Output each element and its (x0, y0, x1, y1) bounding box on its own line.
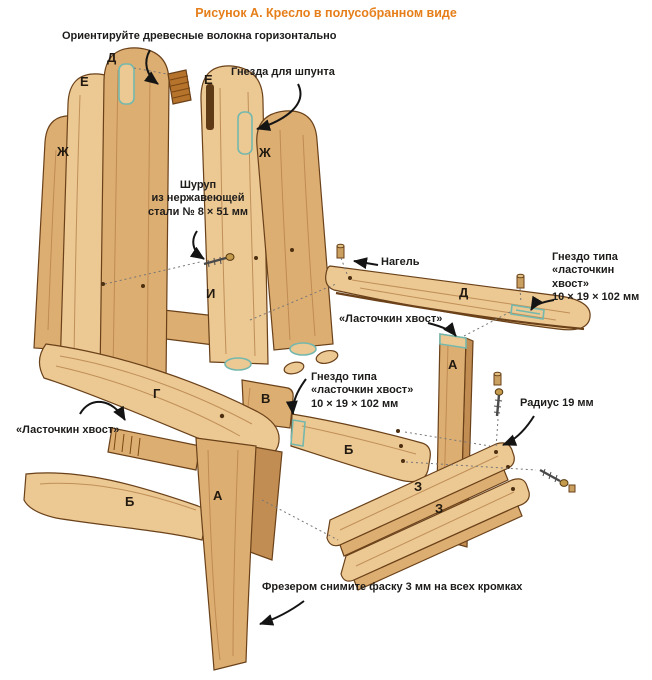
arrow-socket-seat (285, 378, 307, 415)
callout-chamfer: Фрезером снимите фаску 3 мм на всех кром… (262, 581, 523, 593)
screw-corner-diagonal (539, 468, 576, 493)
part-letter-armrest-left: Г (153, 386, 161, 401)
arrow-spline-sockets (256, 83, 302, 131)
part-letter-back-slat-zh-left: Ж (57, 144, 69, 159)
callout-radius: Радиус 19 мм (520, 397, 594, 409)
part-letter-back-slat-e-right: Е (204, 72, 213, 87)
part-letter-side-rail-right: Б (344, 442, 354, 457)
arrow-grain (144, 49, 159, 85)
spline-socket-right (237, 111, 253, 155)
part-letter-back-slat-e-left: Е (80, 74, 89, 89)
back-left-half (33, 47, 170, 387)
front-apron-boards (326, 442, 530, 591)
callout-dovetail-socket-right: Гнездо типа «ласточкин хвост» 10 × 19 × … (552, 251, 640, 304)
spline-socket-left (118, 63, 135, 105)
dovetail-rail-left (107, 427, 201, 471)
back-right-half (200, 65, 334, 371)
dowel-nagel (336, 243, 345, 259)
side-rail-left-board (23, 472, 207, 541)
callout-grain: Ориентируйте древесные волокна горизонта… (62, 30, 337, 42)
callout-screw: Шуруп из нержавеющей стали № 8 × 51 мм (148, 179, 248, 218)
dovetail-tenon-top (439, 333, 467, 349)
callout-spline-sockets: Гнезда для шпунта (231, 66, 335, 78)
biscuits (283, 349, 339, 375)
part-letter-back-slat-zh-right: Ж (259, 145, 271, 160)
arrow-chamfer (259, 600, 305, 626)
callout-arrows (79, 49, 555, 626)
side-rail-right-board (290, 413, 431, 483)
part-letter-front-leg-left: А (213, 488, 223, 503)
arrow-screw (189, 230, 205, 260)
callout-dovetail-left: «Ласточкин хвост» (16, 424, 120, 436)
dovetail-socket-seat (290, 419, 306, 447)
callout-dowel: Нагель (381, 256, 420, 268)
part-letter-armrest-right: Д (459, 285, 469, 300)
part-letter-front-apron-upper: З (414, 479, 423, 494)
spline-groove (206, 84, 214, 130)
figure-title: Рисунок А. Кресло в полусобранном виде (195, 6, 457, 20)
screw-corner-vertical (493, 388, 504, 417)
part-letter-cross-brace: И (206, 286, 216, 301)
spline-piece (167, 69, 192, 105)
arrow-dovetail-left (79, 400, 126, 421)
screw-back (203, 253, 235, 268)
arrow-dowel (353, 257, 379, 270)
armrest-right-board (325, 265, 591, 331)
arrow-radius (502, 415, 535, 446)
part-letter-rear-post-right: А (448, 357, 458, 372)
part-letter-back-slat-d: Д (107, 50, 117, 65)
slat-tenon-end (289, 342, 317, 356)
part-letter-front-apron-lower: З (435, 501, 444, 516)
slat-tenon-end (224, 357, 252, 371)
dowel-corner (493, 371, 502, 386)
dowel-armrest (516, 273, 525, 289)
callout-dovetail-right: «Ласточкин хвост» (339, 313, 443, 325)
construction-lines (104, 67, 537, 541)
callout-dovetail-socket-seat: Гнездо типа «ласточкин хвост» 10 × 19 × … (311, 371, 414, 410)
arrow-socket-right (530, 295, 555, 311)
part-letter-side-rail-left: Б (125, 494, 135, 509)
part-letter-seat-support: В (261, 391, 271, 406)
front-leg-left-board (195, 437, 283, 671)
arrow-dovetail-right (427, 322, 457, 337)
